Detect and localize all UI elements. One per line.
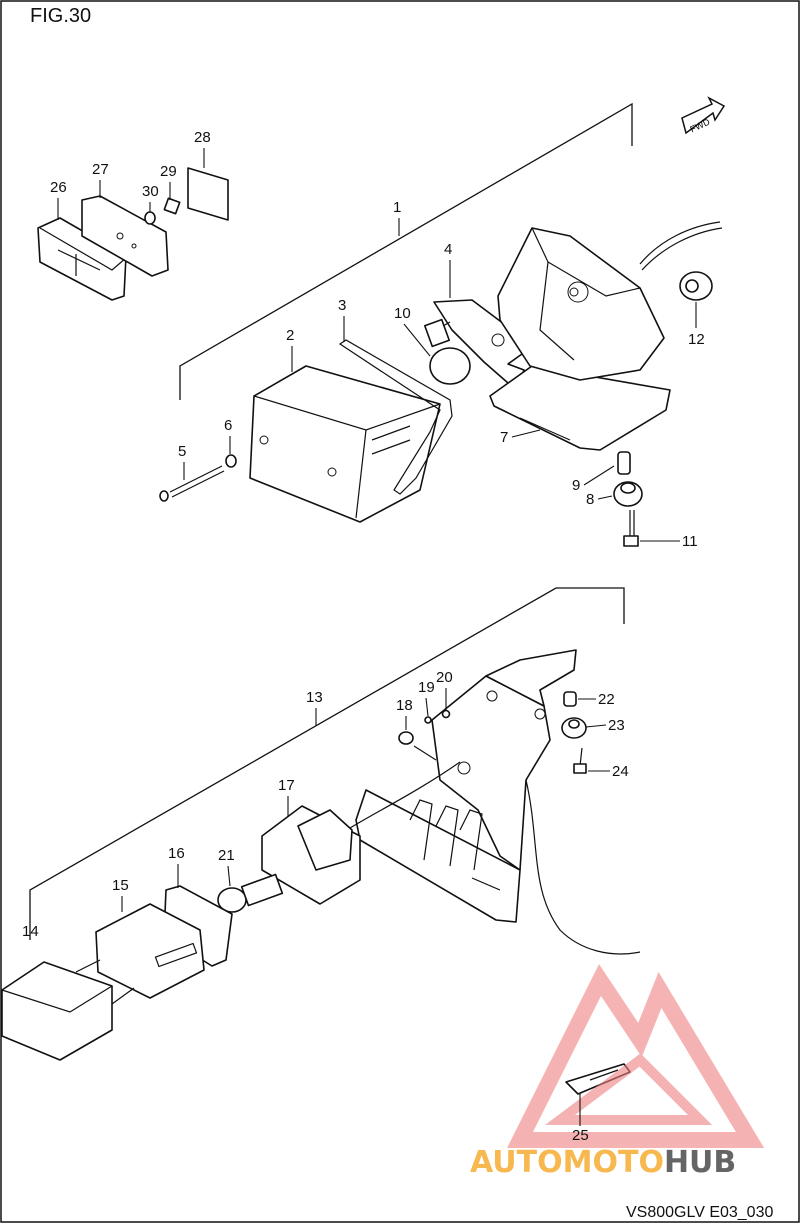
nut-20 [441,709,451,719]
lamp-case-15 [95,903,205,999]
bulb-21 [217,873,284,913]
callout-leader-23 [585,724,607,728]
callout-label-14: 14 [22,923,39,940]
callout-leader-19 [425,697,429,717]
callout-label-12: 12 [688,331,705,348]
callout-label-10: 10 [394,305,411,322]
watermark-text: AUTOMOTOHUB [470,1145,736,1180]
callout-label-8: 8 [586,491,594,508]
cushion-8 [613,481,643,507]
figure-title: FIG.30 [30,5,91,27]
license-lamp-wire [525,779,641,955]
watermark-text-part2: HUB [664,1145,736,1180]
assembly-13-bracket [29,587,625,940]
callout-label-7: 7 [500,429,508,446]
callout-label-15: 15 [112,877,129,894]
reflector-26 [37,217,127,301]
license-lamp-lens-14 [1,961,113,1061]
lamp-wire [639,221,721,265]
callout-label-30: 30 [142,183,159,200]
callout-leader-8 [597,495,613,500]
nut-18-guide [413,745,437,761]
callout-label-13: 13 [306,689,323,706]
watermark-logo [507,964,765,1148]
callout-label-21: 21 [218,847,235,864]
washer-19 [424,716,432,724]
forward-direction-arrow-icon: FWD [681,96,726,134]
callout-label-3: 3 [338,297,346,314]
gasket-3 [338,339,453,495]
callout-label-2: 2 [286,327,294,344]
socket-gasket-17 [261,805,361,905]
lamp-housing-7 [489,227,671,451]
callout-label-18: 18 [396,697,413,714]
callout-label-26: 26 [50,179,67,196]
callout-leader-21 [227,865,231,887]
cushion-23 [561,717,587,739]
collar-22 [563,691,577,707]
license-bracket [355,649,577,923]
screw-14b [111,987,135,1005]
callout-leader-9 [583,465,615,486]
figure-code: VS800GLV E03_030 [626,1204,773,1221]
screw-14a [75,959,101,973]
nut-29 [163,197,181,215]
callout-label-16: 16 [168,845,185,862]
callout-label-19: 19 [418,679,435,696]
callout-leader-10 [403,323,431,357]
washer-6 [225,454,237,468]
callout-label-27: 27 [92,161,109,178]
callout-label-28: 28 [194,129,211,146]
screw-11 [623,510,639,547]
callout-label-24: 24 [612,763,629,780]
callout-label-20: 20 [436,669,453,686]
screw-24 [573,747,587,774]
bulb-10 [423,318,471,385]
lamp-wire-inner [349,761,461,829]
callout-label-4: 4 [444,241,452,258]
assembly-1-bracket [179,102,633,400]
callout-label-6: 6 [224,417,232,434]
collar-9 [617,451,631,475]
callout-label-5: 5 [178,443,186,460]
lamp-wire-edge [641,227,723,271]
callout-leader-7 [511,429,541,438]
callout-label-17: 17 [278,777,295,794]
grommet-12 [679,271,713,301]
callout-label-22: 22 [598,691,615,708]
label-plate-28 [187,167,229,221]
callout-label-1: 1 [393,199,401,216]
callout-label-23: 23 [608,717,625,734]
callout-labels: 1234567891011121314151617181920212223242… [22,129,705,1144]
tail-lamp-lens-2 [249,365,441,523]
callout-label-9: 9 [572,477,580,494]
callout-label-11: 11 [682,533,698,550]
nut-18 [398,731,414,745]
screw-5 [159,465,225,502]
callout-label-25: 25 [572,1127,589,1144]
callout-label-29: 29 [160,163,177,180]
watermark-text-part1: AUTOMOTO [470,1145,664,1180]
washer-30 [144,211,156,225]
